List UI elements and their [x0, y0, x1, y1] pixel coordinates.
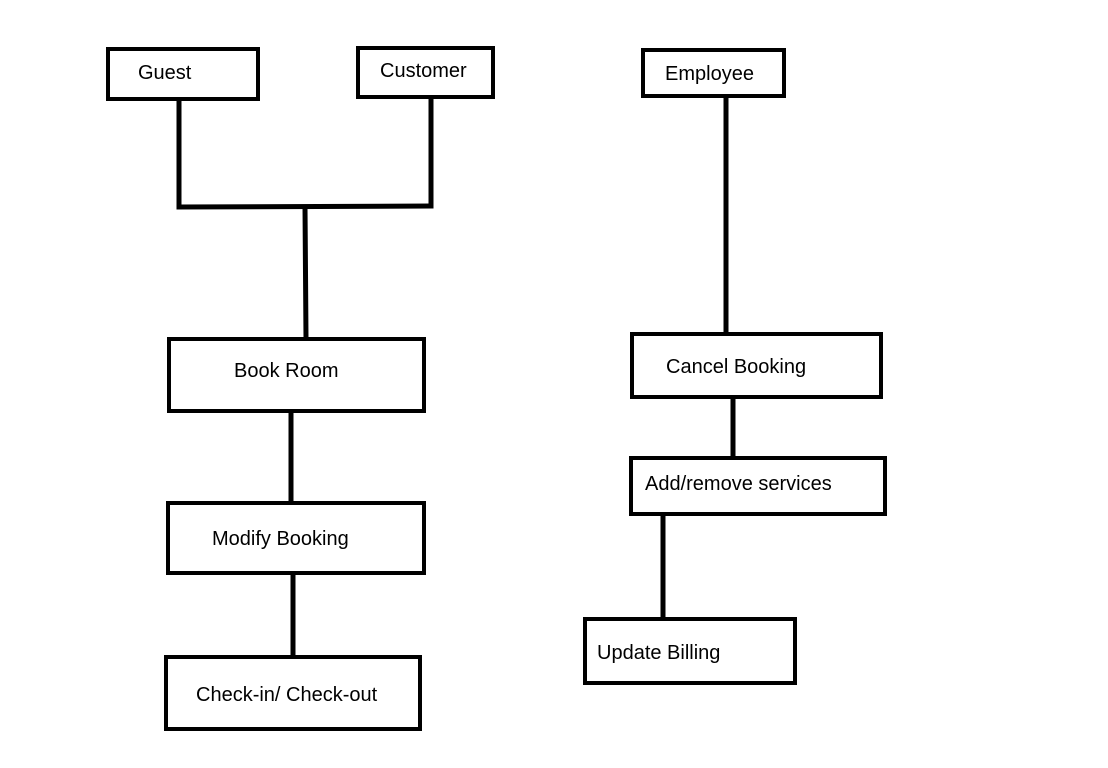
- node-customer-label: Customer: [380, 60, 467, 82]
- node-cancel-booking-label: Cancel Booking: [666, 356, 807, 378]
- edge-merge-to-book-room: [302, 204, 309, 341]
- node-employee: Employee: [641, 48, 786, 98]
- node-add-remove-services-label: Add/remove services: [645, 473, 832, 495]
- node-update-billing: Update Billing: [583, 617, 797, 685]
- node-modify-booking-label: Modify Booking: [212, 528, 349, 550]
- node-book-room-label: Book Room: [234, 360, 339, 382]
- node-guest-label: Guest: [138, 62, 192, 84]
- node-update-billing-label: Update Billing: [597, 642, 721, 664]
- node-employee-label: Employee: [665, 63, 754, 85]
- node-book-room: Book Room: [167, 337, 426, 413]
- node-cancel-booking: Cancel Booking: [630, 332, 883, 399]
- node-guest: Guest: [106, 47, 260, 101]
- node-customer: Customer: [356, 46, 495, 99]
- node-check-in-out-label: Check-in/ Check-out: [196, 684, 378, 706]
- node-modify-booking: Modify Booking: [166, 501, 426, 575]
- node-check-in-out: Check-in/ Check-out: [164, 655, 422, 731]
- node-add-remove-services: Add/remove services: [629, 456, 887, 516]
